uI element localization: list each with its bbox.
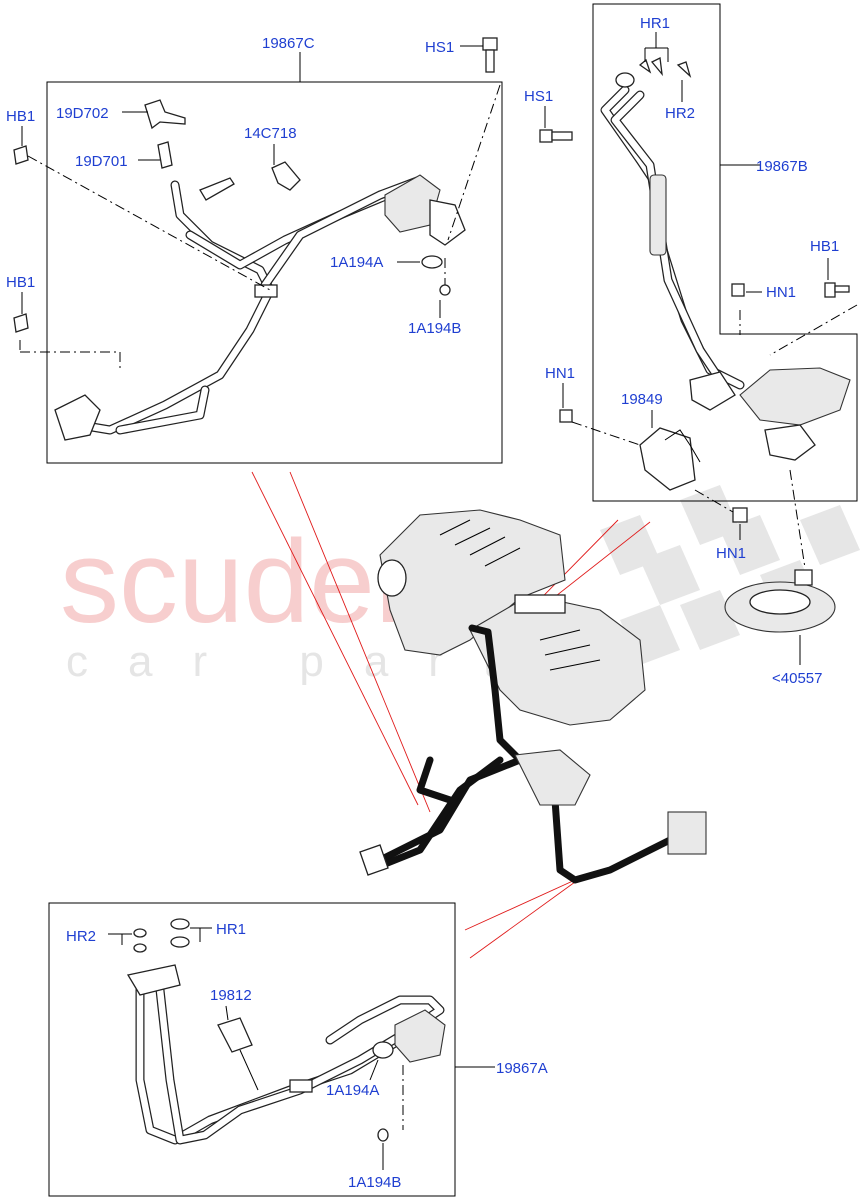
label-HS1-right: HS1 bbox=[524, 88, 553, 105]
bolt-HS1-right bbox=[539, 129, 573, 143]
oring-HR1-top-2 bbox=[650, 57, 663, 77]
oring-HR1-top bbox=[638, 58, 652, 74]
label-19867A: 19867A bbox=[496, 1060, 548, 1077]
bolt-HB1-top bbox=[13, 145, 29, 165]
label-HR2-bottom: HR2 bbox=[66, 928, 96, 945]
assembly-19867C bbox=[13, 37, 503, 464]
label-HB1-right: HB1 bbox=[810, 238, 839, 255]
label-HN1-a: HN1 bbox=[766, 284, 796, 301]
oring-HR2-bottom-1 bbox=[133, 928, 147, 938]
label-1A194B-bottom: 1A194B bbox=[348, 1174, 401, 1191]
checker-flag bbox=[600, 485, 860, 665]
bolt-HS1-top bbox=[482, 37, 498, 73]
hose-sleeve-19867B bbox=[649, 174, 667, 256]
oring-HR2-top bbox=[676, 61, 692, 79]
nut-1A194B-top bbox=[439, 284, 451, 296]
label-14C718: 14C718 bbox=[244, 125, 297, 142]
oring-HR2-bottom-2 bbox=[133, 943, 147, 953]
callout-labels: 19867C HS1 HB1 19D702 19D701 14C718 HB1 … bbox=[6, 15, 839, 1191]
watermark-tagline: car parts bbox=[66, 637, 597, 686]
label-HN1-b: HN1 bbox=[545, 365, 575, 382]
frame-19867A bbox=[48, 902, 456, 1197]
muffler-19867A bbox=[394, 1009, 446, 1063]
blower-inlet bbox=[377, 559, 407, 597]
label-1A194A-bottom: 1A194A bbox=[326, 1082, 379, 1099]
frame-19867B bbox=[592, 3, 858, 502]
flange-19867C bbox=[54, 394, 101, 441]
label-1A194B-top: 1A194B bbox=[408, 320, 461, 337]
bolt-HB1-lower bbox=[13, 313, 29, 333]
hvac-unit-overview bbox=[359, 509, 707, 884]
oring-HR1-bottom-2 bbox=[170, 936, 190, 948]
connector-block-19867C bbox=[429, 199, 466, 246]
valve-19D701 bbox=[157, 141, 173, 169]
assembly-19867B bbox=[539, 3, 858, 665]
label-40557: <40557 bbox=[772, 670, 822, 687]
label-HB1-b: HB1 bbox=[6, 274, 35, 291]
bolt-HB1-right bbox=[824, 282, 850, 298]
black-muffler bbox=[514, 749, 591, 806]
oring-HR1-bottom-1 bbox=[170, 918, 190, 930]
label-19849: 19849 bbox=[621, 391, 663, 408]
flange-19867A bbox=[126, 964, 181, 996]
chiller-module bbox=[667, 811, 707, 855]
nut-HN1-c bbox=[732, 507, 748, 523]
oring-1A194A-bottom bbox=[372, 1041, 394, 1059]
label-HR1-bottom: HR1 bbox=[216, 921, 246, 938]
gasket-40557 bbox=[724, 569, 836, 633]
sensor-14C718 bbox=[271, 161, 301, 191]
label-19D701: 19D701 bbox=[75, 153, 128, 170]
pipe-19867A bbox=[135, 985, 445, 1145]
switch-19849 bbox=[639, 427, 696, 491]
end-fitting-19867B bbox=[615, 72, 635, 88]
label-HR2-top: HR2 bbox=[665, 105, 695, 122]
label-19867B: 19867B bbox=[756, 158, 808, 175]
label-1A194A-top: 1A194A bbox=[330, 254, 383, 271]
clip-19867A bbox=[289, 1079, 313, 1093]
label-19D702: 19D702 bbox=[56, 105, 109, 122]
label-19867C: 19867C bbox=[262, 35, 315, 52]
connector-block-19867B bbox=[689, 371, 736, 411]
bracket-19812 bbox=[217, 1017, 253, 1053]
nut-HN1-a bbox=[731, 283, 745, 297]
hvac-duct bbox=[514, 594, 566, 614]
label-HS1-top: HS1 bbox=[425, 39, 454, 56]
label-HN1-c: HN1 bbox=[716, 545, 746, 562]
pipe-19867C bbox=[75, 175, 435, 435]
valve-19D702 bbox=[144, 99, 186, 130]
label-HR1-top: HR1 bbox=[640, 15, 670, 32]
oring-1A194A-top bbox=[421, 255, 443, 269]
clip-19867C bbox=[254, 284, 278, 298]
assembly-19867A bbox=[48, 902, 495, 1197]
muffler-19867B bbox=[739, 367, 851, 426]
service-port bbox=[199, 177, 235, 201]
flange-19867B bbox=[764, 424, 816, 461]
hvac-housing-upper bbox=[379, 509, 566, 656]
label-19812: 19812 bbox=[210, 987, 252, 1004]
frame-19867C bbox=[46, 81, 503, 464]
black-pipe-flange bbox=[359, 844, 389, 876]
label-leaders bbox=[21, 32, 829, 1170]
nut-1A194B-bottom bbox=[377, 1128, 389, 1142]
nut-HN1-b bbox=[559, 409, 573, 423]
label-HB1-a: HB1 bbox=[6, 108, 35, 125]
